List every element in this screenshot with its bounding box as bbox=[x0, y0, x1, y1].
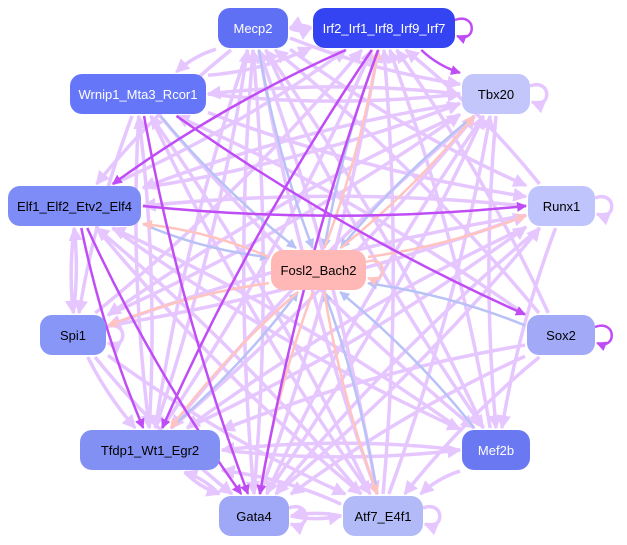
edge-mecp2-to-mef2b bbox=[264, 49, 485, 430]
edge-atf7-to-gata4 bbox=[289, 506, 342, 521]
node-wrnip1[interactable]: Wrnip1_Mta3_Rcor1 bbox=[70, 74, 206, 114]
edge-wrnip1-to-runx1 bbox=[207, 110, 528, 202]
edge-tbx20-to-gata4 bbox=[265, 114, 485, 496]
edge-runx1-to-mef2b bbox=[497, 227, 558, 430]
edge-spi1-to-elf1 bbox=[68, 226, 83, 314]
edge-fosl2-to-atf7 bbox=[323, 291, 379, 495]
edge-spi1-to-atf7 bbox=[106, 354, 347, 496]
edge-tfdp1-to-mecp2 bbox=[153, 48, 253, 429]
edge-atf7-to-tbx20 bbox=[387, 114, 495, 495]
node-runx1[interactable]: Runx1 bbox=[528, 186, 595, 226]
edge-mef2b-to-mecp2 bbox=[264, 48, 485, 429]
edge-mecp2-to-gata4 bbox=[241, 49, 260, 496]
node-atf7[interactable]: Atf7_E4f1 bbox=[343, 496, 423, 536]
node-label: Tfdp1_Wt1_Egr2 bbox=[100, 442, 200, 458]
node-elf1[interactable]: Elf1_Elf2_Etv2_Elf4 bbox=[8, 186, 141, 226]
edge-mef2b-to-atf7 bbox=[419, 469, 461, 496]
edge-sox2-to-fosl2 bbox=[367, 279, 526, 327]
edge-fosl2-to-tbx20 bbox=[339, 115, 475, 249]
node-gata4[interactable]: Gata4 bbox=[219, 496, 289, 536]
edge-mecp2-to-wrnip1 bbox=[175, 47, 217, 74]
node-label: Wrnip1_Mta3_Rcor1 bbox=[78, 86, 198, 102]
node-irf[interactable]: Irf2_Irf1_Irf8_Irf9_Irf7 bbox=[313, 8, 455, 48]
edge-sox2-to-wrnip1 bbox=[175, 114, 527, 316]
edge-wrnip1-to-tfdp1 bbox=[134, 115, 155, 430]
edge-atf7-to-wrnip1 bbox=[149, 114, 372, 495]
edge-wrnip1-to-sox2 bbox=[175, 114, 526, 316]
edge-spi1-to-tbx20 bbox=[107, 113, 462, 317]
node-label: Mecp2 bbox=[233, 20, 273, 36]
edge-fosl2-to-irf bbox=[323, 49, 382, 249]
edge-elf1-to-irf bbox=[112, 48, 347, 186]
node-label: Elf1_Elf2_Etv2_Elf4 bbox=[17, 198, 132, 214]
edge-tbx20-to-elf1 bbox=[141, 101, 461, 190]
edge-gata4-to-tbx20 bbox=[265, 114, 485, 496]
edge-mef2b-to-tfdp1 bbox=[220, 441, 461, 456]
edge-irf-to-mecp2 bbox=[288, 16, 312, 30]
node-label: Runx1 bbox=[542, 198, 581, 214]
edge-fosl2-to-elf1 bbox=[142, 219, 270, 259]
edge-atf7-to-fosl2 bbox=[322, 291, 379, 495]
node-label: Fosl2_Bach2 bbox=[280, 262, 357, 278]
edge-mef2b-to-elf1 bbox=[111, 226, 462, 431]
edge-irf-to-tbx20 bbox=[420, 49, 461, 75]
edge-elf1-to-fosl2 bbox=[142, 222, 270, 262]
edge-wrnip1-to-fosl2 bbox=[159, 115, 297, 249]
edge-sox2-to-gata4 bbox=[289, 354, 526, 496]
edge-sox2-to-sox2 bbox=[594, 324, 613, 351]
edge-tbx20-to-fosl2 bbox=[339, 115, 475, 249]
edge-tbx20-to-tbx20 bbox=[529, 82, 549, 114]
edge-tfdp1-to-wrnip1 bbox=[133, 114, 154, 429]
edge-gata4-to-mecp2 bbox=[247, 48, 266, 495]
edge-irf-to-tfdp1 bbox=[161, 49, 373, 429]
edge-tfdp1-to-irf bbox=[160, 48, 374, 429]
edge-gata4-to-runx1 bbox=[274, 226, 542, 496]
edge-irf-to-elf1 bbox=[111, 48, 347, 186]
node-tbx20[interactable]: Tbx20 bbox=[462, 74, 530, 114]
edge-sox2-to-mecp2 bbox=[273, 48, 541, 315]
node-fosl2[interactable]: Fosl2_Bach2 bbox=[271, 250, 366, 290]
edge-fosl2-to-spi1 bbox=[107, 281, 270, 328]
node-label: Mef2b bbox=[477, 442, 515, 458]
node-label: Irf2_Irf1_Irf8_Irf9_Irf7 bbox=[322, 20, 446, 36]
node-label: Sox2 bbox=[546, 327, 576, 343]
node-tfdp1[interactable]: Tfdp1_Wt1_Egr2 bbox=[80, 430, 220, 470]
edge-mef2b-to-irf bbox=[387, 48, 492, 429]
edge-mecp2-to-fosl2 bbox=[257, 49, 315, 249]
edge-atf7-to-elf1 bbox=[95, 226, 363, 496]
edge-atf7-to-irf bbox=[378, 48, 396, 495]
edge-elf1-to-mef2b bbox=[111, 226, 462, 431]
edge-elf1-to-tfdp1 bbox=[80, 227, 145, 429]
edge-tfdp1-to-mef2b bbox=[221, 444, 462, 459]
node-spi1[interactable]: Spi1 bbox=[40, 315, 106, 355]
edge-fosl2-to-fosl2 bbox=[365, 259, 384, 286]
node-label: Atf7_E4f1 bbox=[354, 508, 412, 524]
edge-atf7-to-atf7 bbox=[422, 504, 442, 536]
edge-fosl2-to-runx1 bbox=[367, 214, 527, 259]
edge-runx1-to-tfdp1 bbox=[185, 225, 527, 430]
node-sox2[interactable]: Sox2 bbox=[527, 315, 595, 355]
edge-spi1-to-tfdp1 bbox=[86, 356, 137, 430]
node-label: Gata4 bbox=[236, 508, 272, 524]
edge-tbx20-to-spi1 bbox=[106, 112, 461, 317]
edge-wrnip1-to-atf7 bbox=[149, 115, 372, 496]
edge-irf-to-irf bbox=[454, 17, 473, 44]
edge-mef2b-to-fosl2 bbox=[339, 291, 476, 429]
node-mecp2[interactable]: Mecp2 bbox=[218, 8, 288, 48]
edge-spi1-to-irf bbox=[94, 48, 364, 315]
edge-spi1-to-gata4 bbox=[93, 355, 234, 496]
node-label: Tbx20 bbox=[477, 86, 515, 102]
edge-tfdp1-to-runx1 bbox=[186, 225, 528, 430]
edge-wrnip1-to-gata4 bbox=[142, 115, 250, 495]
edge-runx1-to-runx1 bbox=[594, 194, 614, 226]
edge-gata4-to-tfdp1 bbox=[183, 469, 221, 496]
node-label: Spi1 bbox=[59, 327, 87, 343]
node-mef2b[interactable]: Mef2b bbox=[462, 430, 530, 470]
edge-atf7-to-tfdp1 bbox=[220, 464, 342, 506]
